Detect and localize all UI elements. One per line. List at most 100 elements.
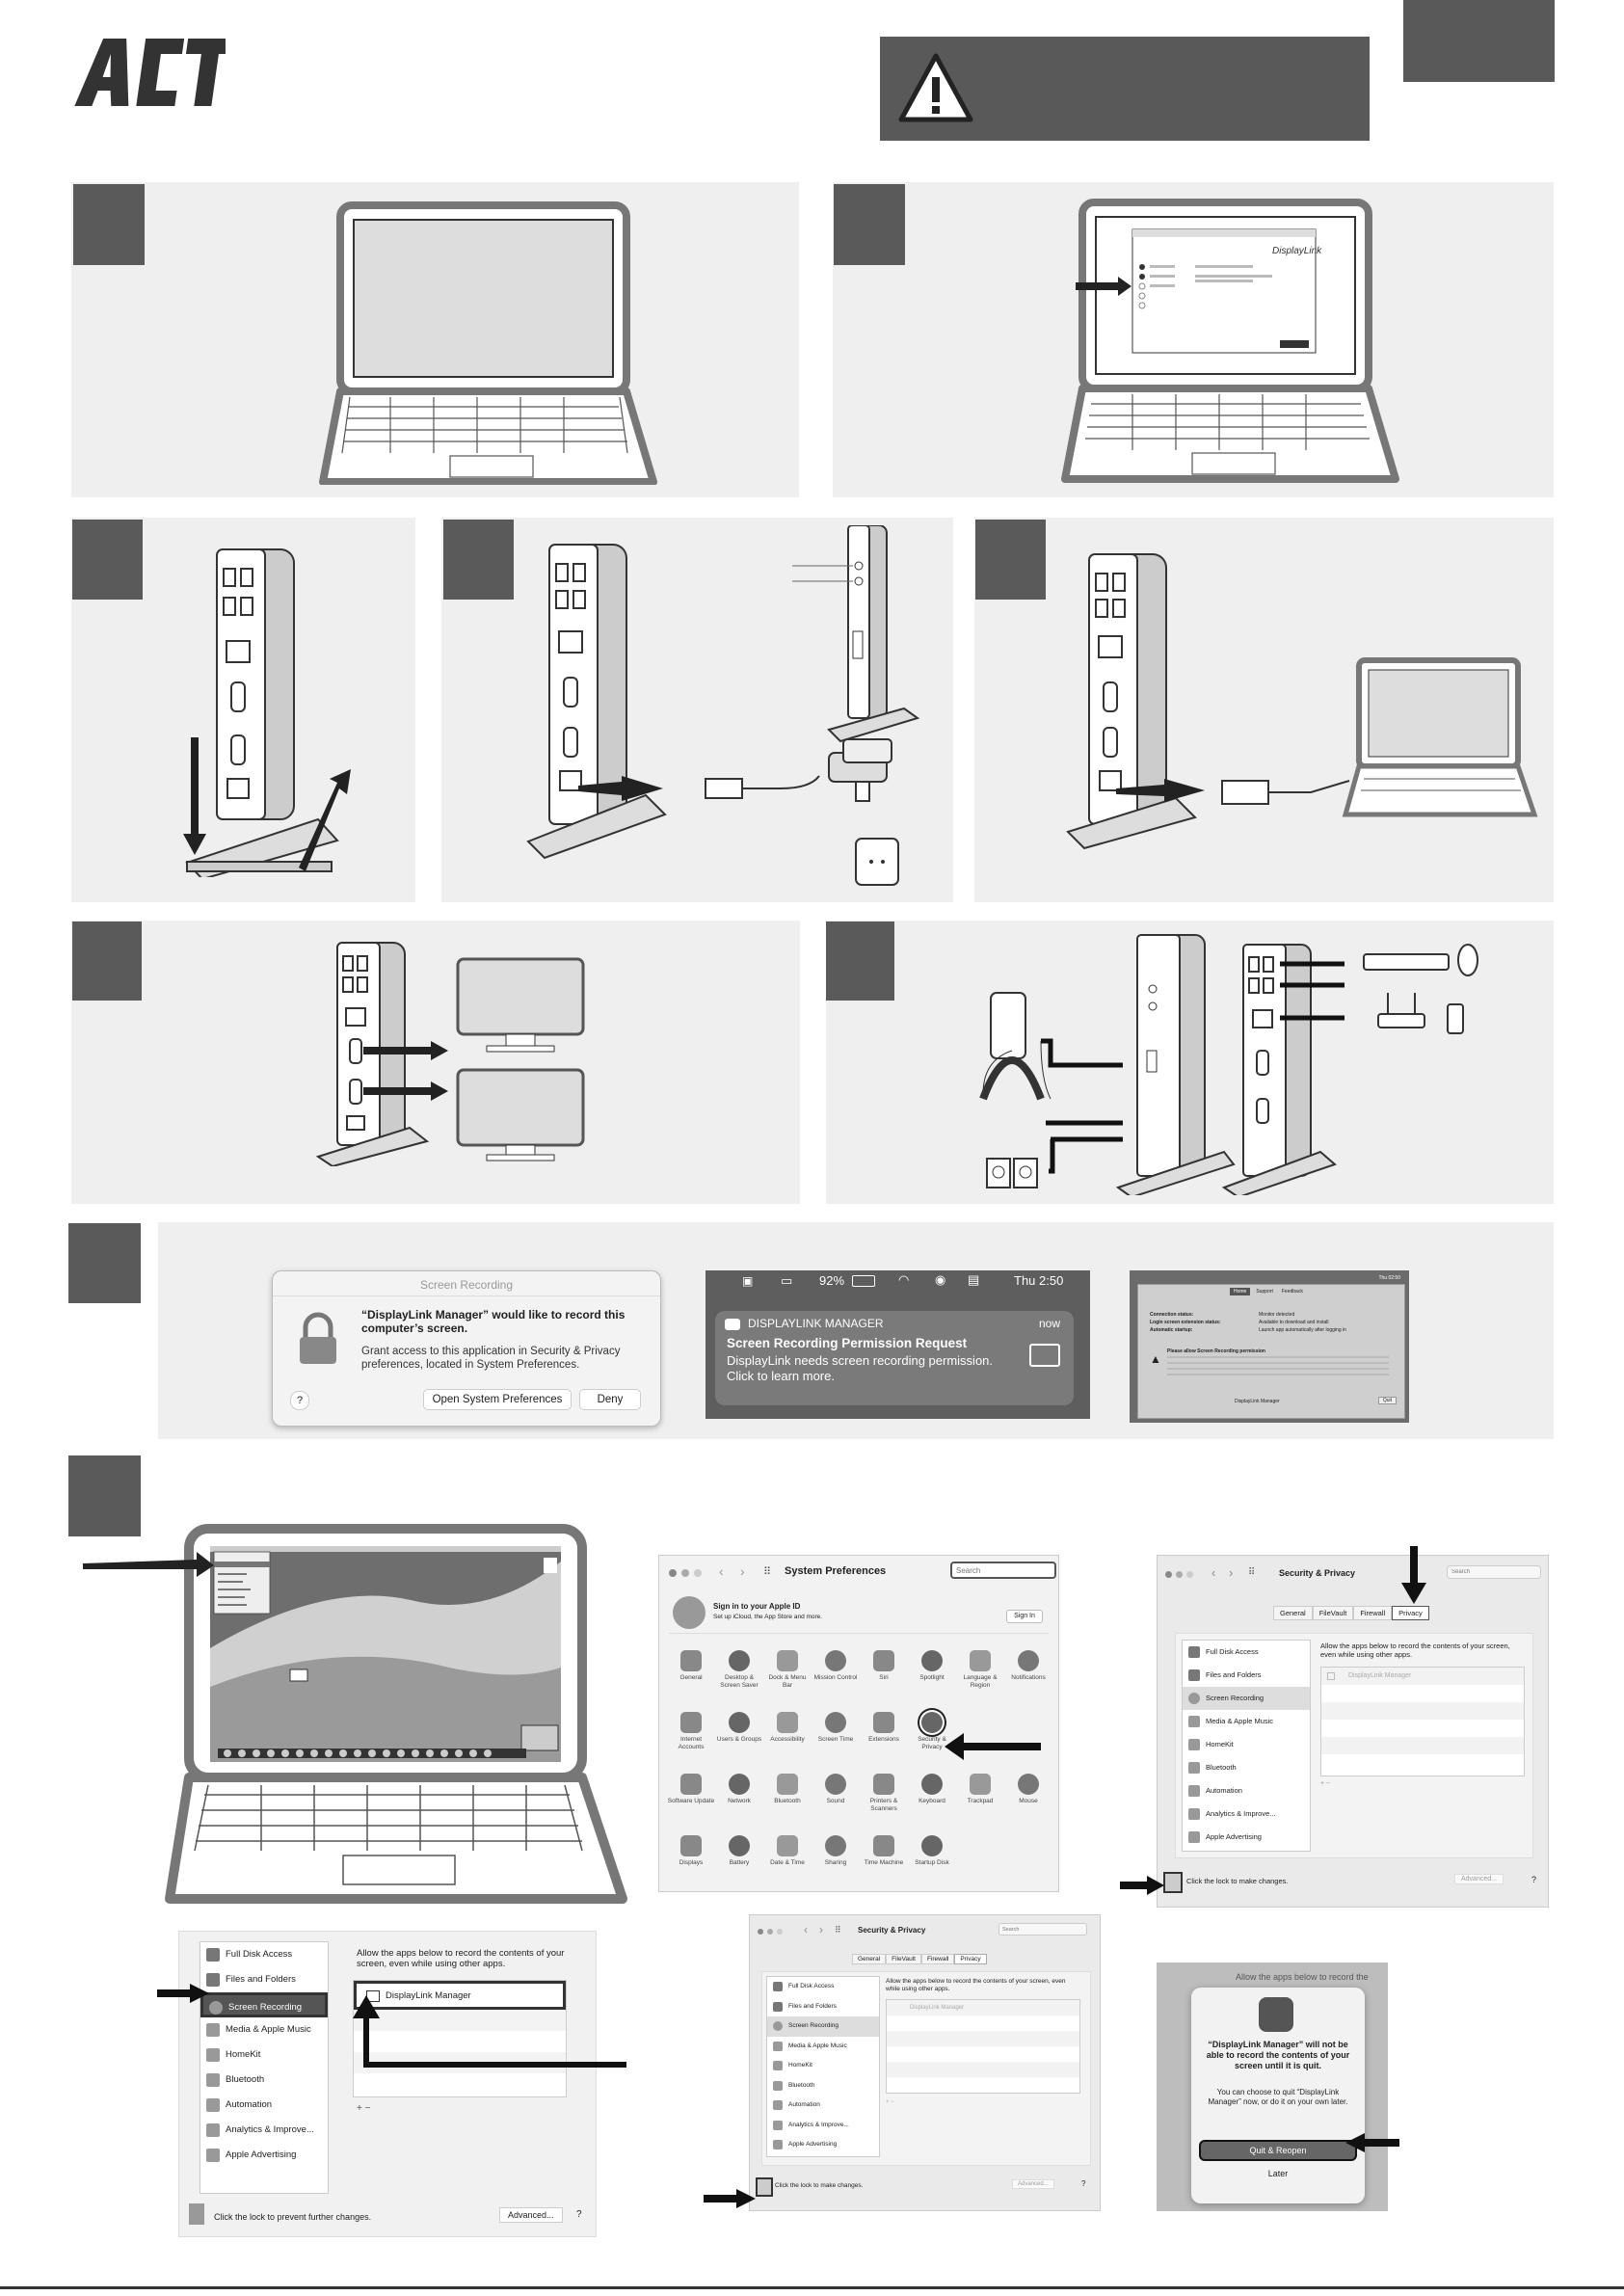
pref-pane-users-groups[interactable]: Users & Groups bbox=[715, 1710, 763, 1768]
grid-icon[interactable]: ⠿ bbox=[1248, 1567, 1256, 1578]
add-remove-buttons[interactable]: + − bbox=[886, 2099, 894, 2105]
sign-in-button[interactable]: Sign In bbox=[1006, 1610, 1043, 1623]
dlm-tab-support[interactable]: Support bbox=[1256, 1289, 1273, 1295]
sidebar-item-analytics-improve[interactable]: Analytics & Improve... bbox=[1183, 1802, 1310, 1826]
sidebar-item-media-apple-music[interactable]: Media & Apple Music bbox=[767, 2037, 879, 2057]
advanced-button[interactable]: Advanced... bbox=[1012, 2179, 1054, 2189]
sidebar-item-full-disk-access[interactable]: Full Disk Access bbox=[1183, 1641, 1310, 1664]
pref-pane-displays[interactable]: Displays bbox=[667, 1833, 715, 1891]
close-icon[interactable] bbox=[758, 1929, 763, 1935]
apple-id-row[interactable]: Sign in to your Apple ID Set up iCloud, … bbox=[669, 1594, 1049, 1634]
sidebar-item-media-apple-music[interactable]: Media & Apple Music bbox=[1183, 1710, 1310, 1733]
pref-pane-mouse[interactable]: Mouse bbox=[1004, 1772, 1052, 1829]
close-icon[interactable] bbox=[669, 1569, 677, 1577]
sidebar-item-analytics-improve[interactable]: Analytics & Improve... bbox=[767, 2116, 879, 2136]
checkbox[interactable] bbox=[1327, 1672, 1335, 1680]
help-button[interactable]: ? bbox=[576, 2209, 582, 2220]
sidebar-item-apple-advertising[interactable]: Apple Advertising bbox=[1183, 1826, 1310, 1849]
pref-pane-trackpad[interactable]: Trackpad bbox=[956, 1772, 1004, 1829]
sidebar-item-screen-recording[interactable]: Screen Recording bbox=[200, 1992, 328, 2017]
zoom-icon[interactable] bbox=[777, 1929, 783, 1935]
notification-card[interactable]: DISPLAYLINK MANAGER now Screen Recording… bbox=[715, 1311, 1074, 1405]
pref-pane-siri[interactable]: Siri bbox=[860, 1648, 908, 1706]
tab-filevault[interactable]: FileVault bbox=[886, 1954, 921, 1964]
sidebar-item-bluetooth[interactable]: Bluetooth bbox=[1183, 1756, 1310, 1779]
pref-pane-general[interactable]: General bbox=[667, 1648, 715, 1706]
back-icon[interactable]: ‹ bbox=[1211, 1565, 1216, 1580]
back-icon[interactable]: ‹ bbox=[719, 1563, 724, 1579]
sidebar-item-apple-advertising[interactable]: Apple Advertising bbox=[200, 2143, 328, 2168]
sidebar-item-full-disk-access[interactable]: Full Disk Access bbox=[200, 1942, 328, 1967]
grid-icon[interactable]: ⠿ bbox=[835, 1925, 841, 1935]
sidebar-item-apple-advertising[interactable]: Apple Advertising bbox=[767, 2135, 879, 2155]
pref-pane-extensions[interactable]: Extensions bbox=[860, 1710, 908, 1768]
dlm-tab-feedback[interactable]: Feedback bbox=[1281, 1289, 1303, 1295]
pref-pane-notifications[interactable]: Notifications bbox=[1004, 1648, 1052, 1706]
help-button[interactable]: ? bbox=[290, 1391, 309, 1410]
pref-pane-battery[interactable]: Battery bbox=[715, 1833, 763, 1891]
tab-general[interactable]: General bbox=[852, 1954, 887, 1964]
sidebar-item-files-and-folders[interactable]: Files and Folders bbox=[1183, 1664, 1310, 1687]
lock-button[interactable] bbox=[1163, 1872, 1183, 1893]
zoom-icon[interactable] bbox=[694, 1569, 702, 1577]
pref-pane-mission-control[interactable]: Mission Control bbox=[812, 1648, 860, 1706]
sidebar-item-bluetooth[interactable]: Bluetooth bbox=[767, 2076, 879, 2096]
forward-icon[interactable]: › bbox=[1229, 1565, 1234, 1580]
quit-reopen-button[interactable]: Quit & Reopen bbox=[1201, 2142, 1355, 2159]
unlock-icon[interactable] bbox=[189, 2203, 204, 2225]
sidebar-item-files-and-folders[interactable]: Files and Folders bbox=[767, 1997, 879, 2017]
later-button[interactable]: Later bbox=[1267, 2169, 1289, 2178]
app-list-row[interactable]: DisplayLink Manager bbox=[1321, 1668, 1524, 1685]
search-input[interactable] bbox=[998, 1923, 1087, 1936]
tab-filevault[interactable]: FileVault bbox=[1312, 1606, 1354, 1620]
pref-pane-network[interactable]: Network bbox=[715, 1772, 763, 1829]
add-remove-buttons[interactable]: + − bbox=[1320, 1780, 1331, 1787]
tab-general[interactable]: General bbox=[1273, 1606, 1313, 1620]
help-button[interactable]: ? bbox=[1531, 1875, 1537, 1884]
pref-pane-software-update[interactable]: Software Update bbox=[667, 1772, 715, 1829]
pref-pane-security-privacy[interactable]: Security & Privacy bbox=[908, 1710, 956, 1768]
tab-firewall[interactable]: Firewall bbox=[920, 1954, 955, 1964]
wifi-icon[interactable]: ◠ bbox=[898, 1272, 910, 1287]
sidebar-item-files-and-folders[interactable]: Files and Folders bbox=[200, 1967, 328, 1992]
sidebar-item-screen-recording[interactable]: Screen Recording bbox=[1183, 1687, 1310, 1710]
forward-icon[interactable]: › bbox=[740, 1563, 745, 1579]
control-center-icon[interactable]: ▤ bbox=[968, 1272, 980, 1287]
tab-privacy[interactable]: Privacy bbox=[1392, 1606, 1429, 1620]
close-icon[interactable] bbox=[1165, 1571, 1172, 1578]
sidebar-item-homekit[interactable]: HomeKit bbox=[767, 2056, 879, 2076]
help-button[interactable]: ? bbox=[1081, 2179, 1086, 2188]
pref-pane-sound[interactable]: Sound bbox=[812, 1772, 860, 1829]
minimize-icon[interactable] bbox=[1176, 1571, 1183, 1578]
zoom-icon[interactable] bbox=[1186, 1571, 1193, 1578]
sidebar-item-media-apple-music[interactable]: Media & Apple Music bbox=[200, 2017, 328, 2042]
pref-pane-spotlight[interactable]: Spotlight bbox=[908, 1648, 956, 1706]
forward-icon[interactable]: › bbox=[819, 1923, 823, 1936]
sidebar-item-bluetooth[interactable]: Bluetooth bbox=[200, 2068, 328, 2093]
pref-pane-keyboard[interactable]: Keyboard bbox=[908, 1772, 956, 1829]
user-icon[interactable]: ◉ bbox=[935, 1272, 946, 1287]
sidebar-item-automation[interactable]: Automation bbox=[767, 2096, 879, 2116]
search-input[interactable] bbox=[950, 1562, 1056, 1579]
sidebar-item-homekit[interactable]: HomeKit bbox=[1183, 1733, 1310, 1756]
pref-pane-date-time[interactable]: Date & Time bbox=[763, 1833, 812, 1891]
tab-firewall[interactable]: Firewall bbox=[1353, 1606, 1393, 1620]
add-remove-buttons[interactable]: + − bbox=[357, 2103, 371, 2114]
pref-pane-bluetooth[interactable]: Bluetooth bbox=[763, 1772, 812, 1829]
sidebar-item-homekit[interactable]: HomeKit bbox=[200, 2042, 328, 2068]
tab-privacy[interactable]: Privacy bbox=[954, 1954, 987, 1964]
deny-button[interactable]: Deny bbox=[579, 1389, 641, 1410]
pref-pane-printers-scanners[interactable]: Printers & Scanners bbox=[860, 1772, 908, 1829]
pref-pane-dock-menu-bar[interactable]: Dock & Menu Bar bbox=[763, 1648, 812, 1706]
grid-icon[interactable]: ⠿ bbox=[763, 1566, 772, 1578]
advanced-button[interactable]: Advanced... bbox=[1454, 1874, 1504, 1884]
pref-pane-startup-disk[interactable]: Startup Disk bbox=[908, 1833, 956, 1891]
pref-pane-language-region[interactable]: Language & Region bbox=[956, 1648, 1004, 1706]
sidebar-item-analytics-improve[interactable]: Analytics & Improve... bbox=[200, 2118, 328, 2143]
sidebar-item-automation[interactable]: Automation bbox=[200, 2093, 328, 2118]
minimize-icon[interactable] bbox=[681, 1569, 689, 1577]
minimize-icon[interactable] bbox=[767, 1929, 773, 1935]
back-icon[interactable]: ‹ bbox=[804, 1923, 808, 1936]
pref-pane-internet-accounts[interactable]: Internet Accounts bbox=[667, 1710, 715, 1768]
advanced-button[interactable]: Advanced... bbox=[499, 2207, 563, 2223]
